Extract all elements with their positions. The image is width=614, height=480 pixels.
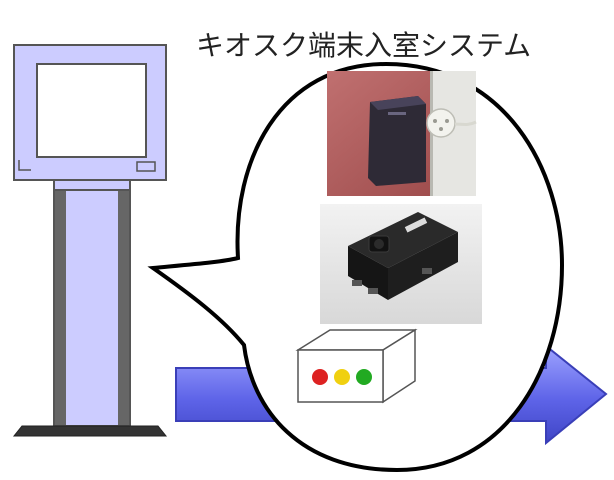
signal-light-box-icon xyxy=(295,328,418,404)
card-reader-photo xyxy=(327,71,477,196)
diagram-title: キオスク端末入室システム xyxy=(196,29,532,62)
control-box-photo xyxy=(320,204,482,324)
red-light-icon xyxy=(312,369,328,385)
green-light-icon xyxy=(356,369,372,385)
yellow-light-icon xyxy=(334,369,350,385)
kiosk-terminal-icon xyxy=(12,44,168,437)
